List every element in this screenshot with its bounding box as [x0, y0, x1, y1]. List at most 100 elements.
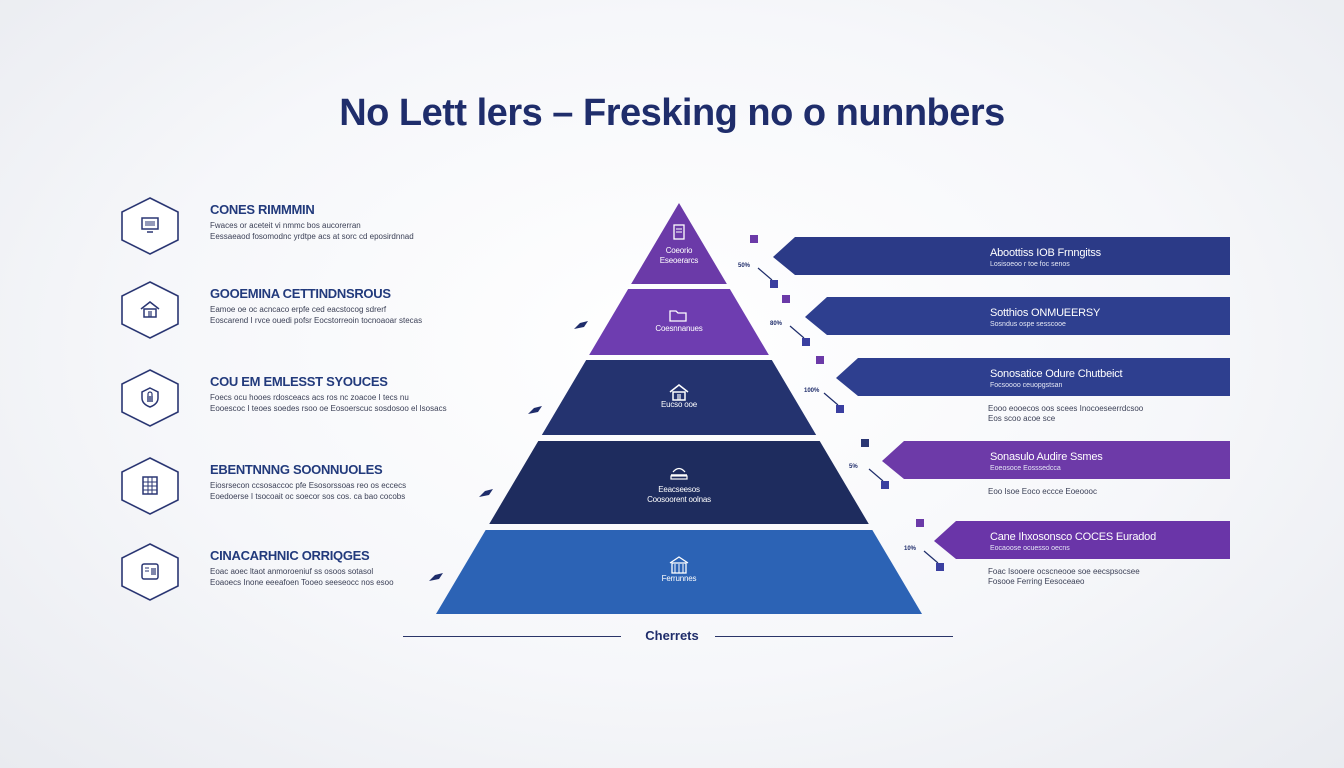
hexagon-badge	[118, 280, 182, 340]
side-mark-label: 10%	[904, 546, 917, 552]
left-item-description: Eamoe oe oc acncaco erpfe ced eacstocog …	[210, 304, 510, 326]
description-line: Eoaoecs Inone eeeafoen Tooeo seeseocc no…	[210, 578, 394, 587]
tier-label-line: Eeacseesos	[658, 484, 700, 494]
connector-square	[836, 405, 844, 413]
left-item-description: Foecs ocu hooes rdosceacs acs ros nc zoa…	[210, 392, 510, 414]
left-item-title: CONES RIMMMIN	[210, 202, 315, 217]
banner-title: Cane Ihxosonsco COCES Euradod	[990, 531, 1157, 543]
tier-label-line: Coeorio	[665, 245, 693, 255]
banner-subtitle: Eocaoose ocuesso oecns	[990, 545, 1070, 552]
connector-square	[770, 280, 778, 288]
connector-glyph	[429, 573, 443, 581]
connector-line	[923, 550, 939, 564]
pyramid-tier-4	[489, 441, 869, 524]
pyramid-tier-2	[589, 289, 769, 355]
footer-label: Cherrets	[645, 628, 699, 643]
left-item-description: Eiosrsecon ccsosaccoc pfe Esosorssoas re…	[210, 480, 510, 502]
right-banner: Sotthios ONMUEERSY Sosndus ospe sesscooe	[805, 297, 1230, 335]
banner-subtitle: Focsoooo ceuopgstsan	[990, 382, 1063, 389]
description-line: Eessaeaod fosomodnc yrdtpe acs at sorc c…	[210, 232, 414, 241]
description-line: Fwaces or aceteit vi nmmc bos aucorerran	[210, 221, 361, 230]
stack-icon	[666, 461, 690, 481]
side-mark-label: 50%	[738, 263, 751, 269]
side-mark-label: 5%	[849, 464, 858, 470]
tier-label-line: Eucso ooe	[660, 399, 697, 409]
hexagon-badge	[118, 542, 182, 602]
footer-line-right	[715, 636, 953, 637]
monitor-icon	[141, 217, 159, 233]
flag-marker	[782, 295, 790, 303]
description-line: Eooescoc I teoes soedes rsoo oe Eosoersc…	[210, 404, 447, 413]
page-title: No Lett lers – Fresking no o nunnbers	[339, 92, 1005, 134]
house-icon	[140, 301, 160, 318]
side-mark-label: 80%	[770, 321, 783, 327]
description-line: Eoedoerse I tsocoait oc soecor sos cos. …	[210, 492, 406, 501]
description-line: Eos scoo acoe sce	[988, 414, 1056, 423]
connector-square	[802, 338, 810, 346]
left-item: COU EM EMLESST SYOUCES Foecs ocu hooes rd…	[118, 368, 518, 432]
left-item-title: GOOEMINA CETTINDNSROUS	[210, 286, 391, 301]
building-icon	[666, 554, 690, 574]
tier-label-line: Coosoorent oolnas	[647, 494, 711, 504]
connector-square	[936, 563, 944, 571]
description-line: Eoo Isoe Eoco eccce Eoeoooc	[988, 487, 1097, 496]
left-item-description: Fwaces or aceteit vi nmmc bos aucorerran…	[210, 220, 510, 242]
banner-shape	[882, 441, 1230, 479]
left-item: CONES RIMMMIN Fwaces or aceteit vi nmmc b…	[118, 196, 518, 260]
description-line: Eoac aoec ltaot anmoroeniuf ss osoos sot…	[210, 567, 374, 576]
house-icon	[666, 380, 690, 401]
side-mark-label: 100%	[804, 388, 820, 394]
tier-label-line: Eseoerarcs	[659, 255, 699, 265]
banner-shape	[934, 521, 1230, 559]
shield-lock-icon	[141, 387, 159, 408]
banner-subtitle: Eoeosoce Eosssedcca	[990, 465, 1061, 472]
connector-glyph	[528, 406, 542, 414]
connector-line	[823, 392, 839, 406]
left-item-title: COU EM EMLESST SYOUCES	[210, 374, 388, 389]
banner-shape	[805, 297, 1230, 335]
description-line: Foecs ocu hooes rdosceacs acs ros nc zoa…	[210, 393, 409, 402]
footer-line-left	[403, 636, 621, 637]
left-item-description: Eoac aoec ltaot anmoroeniuf ss osoos sot…	[210, 566, 510, 588]
left-item: CINACARHNIC ORRIQGES Eoac aoec ltaot anmo…	[118, 542, 518, 606]
description-line: Foac Isooere ocscneooe soe eecspsocsee	[988, 567, 1140, 576]
banner-description: Eoo Isoe Eoco eccce Eoeoooc	[988, 487, 1097, 497]
description-line: Eamoe oe oc acncaco erpfe ced eacstocog …	[210, 305, 387, 314]
banner-subtitle: Sosndus ospe sesscooe	[990, 321, 1066, 328]
banner-shape	[773, 237, 1230, 275]
description-line: Eoscarend I rvce ouedi pofsr Eocstorreoi…	[210, 316, 423, 325]
hexagon-badge	[118, 196, 182, 256]
folder-icon	[666, 304, 690, 324]
banner-title: Sonasulo Audire Ssmes	[990, 451, 1103, 463]
connector-line	[868, 468, 884, 482]
hexagon-badge	[118, 456, 182, 516]
connector-line	[789, 325, 805, 339]
flag-marker	[916, 519, 924, 527]
tier-label-line: Coesnnanues	[655, 324, 703, 333]
description-line: Eiosrsecon ccsosaccoc pfe Esosorssoas re…	[210, 481, 407, 490]
banner-title: Sotthios ONMUEERSY	[990, 307, 1101, 319]
banner-title: Sonosatice Odure Chutbeict	[990, 368, 1123, 380]
connector-square	[881, 481, 889, 489]
tier-label: Ferrunnes	[599, 574, 759, 584]
grid-document-icon	[142, 476, 158, 495]
flag-marker	[816, 356, 824, 364]
connector-line	[757, 267, 773, 281]
banner-title: Aboottiss IOB Frnngitss	[990, 247, 1101, 259]
pyramid-tier-1	[631, 203, 727, 284]
left-item-title: CINACARHNIC ORRIQGES	[210, 548, 370, 563]
description-line: Fosooe Ferring Eesoceaeo	[988, 577, 1085, 586]
connector-glyph	[574, 321, 588, 329]
document-icon	[666, 222, 690, 242]
left-item: GOOEMINA CETTINDNSROUS Eamoe oe oc acncac…	[118, 280, 518, 344]
hexagon-badge	[118, 368, 182, 428]
tier-label: Eucso ooe	[599, 400, 759, 410]
